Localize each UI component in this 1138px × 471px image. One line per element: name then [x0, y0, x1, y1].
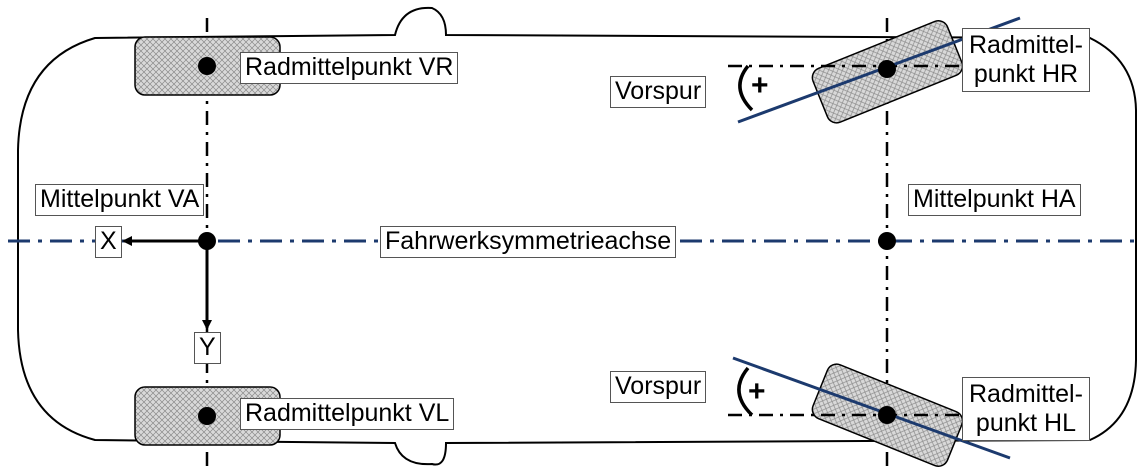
label-wheel-center-rl: Radmittel- punkt HL — [962, 377, 1090, 441]
label-x-axis: X — [95, 226, 122, 258]
rear-axle-center-point-icon — [878, 232, 896, 250]
label-toe-top: Vorspur — [610, 76, 707, 108]
label-toe-bottom: Vorspur — [610, 371, 707, 403]
label-wheel-center-fl: Radmittelpunkt VL — [240, 398, 455, 430]
toe-sign-top: + — [751, 69, 769, 102]
label-symmetry-axis: Fahrwerksymmetrieachse — [380, 226, 677, 258]
vehicle-body-outline — [17, 6, 1137, 466]
center-point-rl-icon — [878, 406, 896, 424]
center-point-rr-icon — [878, 60, 896, 78]
center-point-fr-icon — [198, 57, 216, 75]
label-wheel-center-fr: Radmittelpunkt VR — [240, 52, 459, 84]
label-y-axis: Y — [194, 332, 221, 364]
label-wheel-center-rr-line1: Radmittel- — [969, 31, 1083, 59]
label-rear-axle-center: Mittelpunkt HA — [908, 184, 1081, 216]
toe-angle-arc-bottom — [737, 366, 754, 417]
label-wheel-center-rr: Radmittel- punkt HR — [962, 28, 1090, 92]
label-front-axle-center: Mittelpunkt VA — [35, 184, 205, 216]
label-wheel-center-rl-line2: punkt HL — [975, 408, 1076, 437]
label-wheel-center-rl-line1: Radmittel- — [969, 380, 1083, 408]
toe-angle-arc-top — [738, 64, 754, 112]
toe-line-rear-left — [732, 356, 1011, 460]
label-wheel-center-rr-line2: punkt HR — [973, 59, 1079, 88]
toe-sign-bottom: + — [748, 375, 766, 408]
center-point-fl-icon — [198, 407, 216, 425]
